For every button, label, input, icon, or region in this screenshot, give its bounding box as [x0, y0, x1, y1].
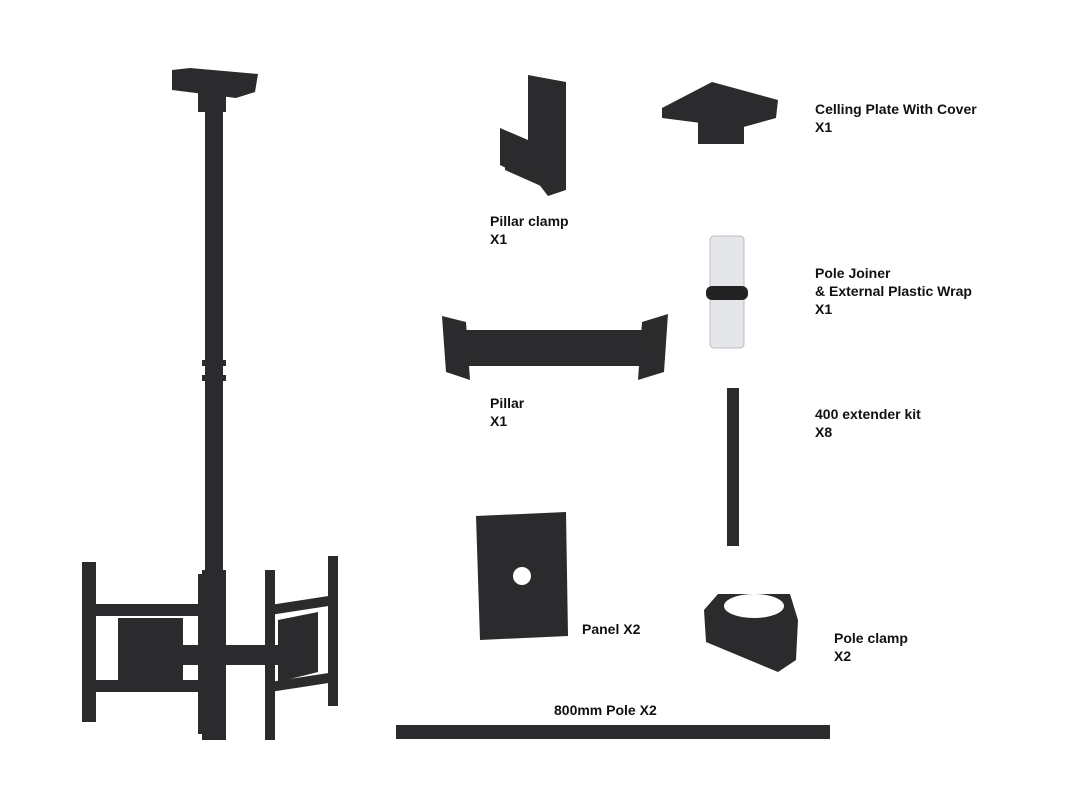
part-qty: X1 — [490, 413, 508, 429]
label-pole-joiner: Pole Joiner & External Plastic Wrap X1 — [815, 264, 972, 318]
part-qty: X1 — [815, 119, 833, 135]
label-extender-kit: 400 extender kit X8 — [815, 405, 921, 441]
part-name: Pole Joiner — [815, 265, 891, 281]
ceiling-plate-image — [662, 82, 778, 144]
pillar-image — [442, 314, 668, 380]
pole-800mm-image — [396, 725, 830, 739]
part-qty: X8 — [815, 424, 833, 440]
part-name: Pillar — [490, 395, 525, 411]
part-name: Pole clamp — [834, 630, 908, 646]
part-qty: X2 — [834, 648, 852, 664]
assembled-mount-image — [82, 68, 338, 740]
part-name: Pillar clamp — [490, 213, 569, 229]
extender-kit-image — [727, 388, 739, 546]
label-panel: Panel X2 — [582, 620, 640, 638]
pillar-clamp-image — [500, 75, 566, 196]
part-qty: X1 — [815, 301, 833, 317]
label-pole-clamp: Pole clamp X2 — [834, 629, 908, 665]
pole-clamp-image — [704, 594, 798, 672]
part-name: 800mm Pole X2 — [554, 702, 657, 718]
part-name-line2: & External Plastic Wrap — [815, 283, 972, 299]
label-pillar-clamp: Pillar clamp X1 — [490, 212, 569, 248]
part-name: 400 extender kit — [815, 406, 921, 422]
label-pillar: Pillar X1 — [490, 394, 524, 430]
part-qty: X1 — [490, 231, 508, 247]
part-name: Celling Plate With Cover — [815, 101, 977, 117]
part-name: Panel X2 — [582, 621, 641, 637]
pole-joiner-image — [706, 235, 748, 349]
label-ceiling-plate: Celling Plate With Cover X1 — [815, 100, 977, 136]
label-pole-800mm: 800mm Pole X2 — [554, 701, 657, 719]
